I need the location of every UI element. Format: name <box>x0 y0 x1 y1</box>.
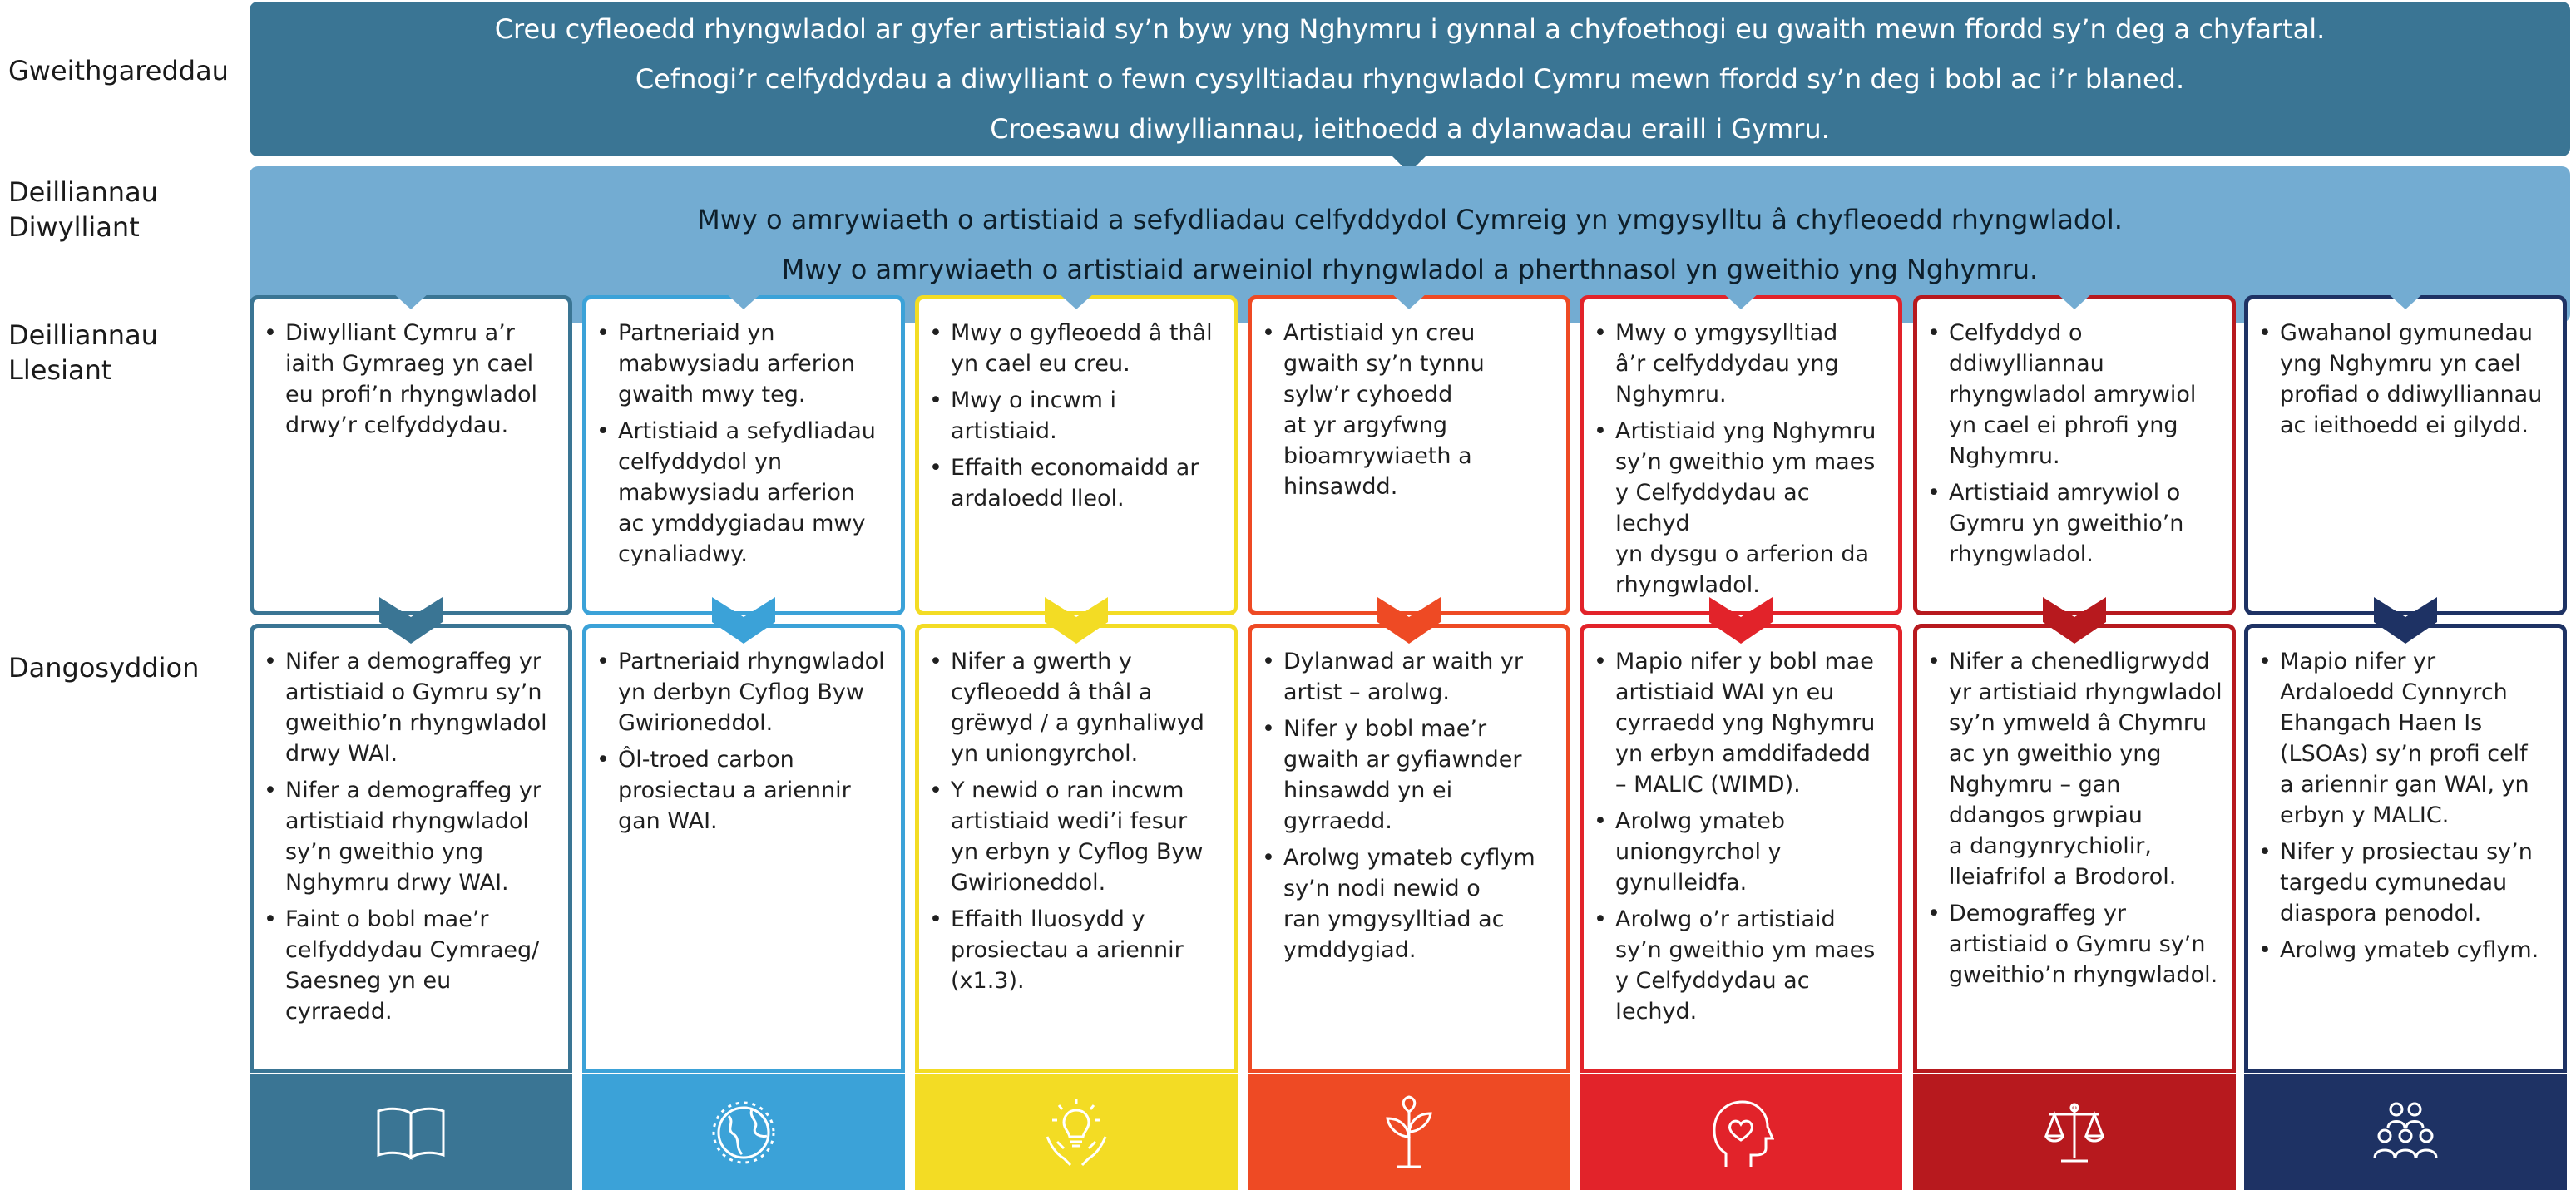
wellbeing-card: Mwy o ymgysylltiad â’r celfyddydau yng N… <box>1580 295 1902 615</box>
wellbeing-pointer <box>1058 293 1095 309</box>
wellbeing-item: Mwy o ymgysylltiad â’r celfyddydau yng N… <box>1594 318 1890 410</box>
wellbeing-pointer <box>2387 293 2424 309</box>
icon-footer <box>1580 1074 1902 1190</box>
indicators-card: Mapio nifer yr Ardaloedd Cynnyrch Ehanga… <box>2244 624 2567 1073</box>
head-heart-icon <box>1708 1095 1774 1170</box>
indicator-item: Effaith lluosydd y prosiectau a ariennir… <box>929 904 1225 996</box>
indicators-card: Nifer a gwerth y cyfleoedd â thâl a grëw… <box>915 624 1238 1073</box>
indicator-item: Y newid o ran incwm artistiaid wedi’i fe… <box>929 775 1225 898</box>
indicator-item: Arolwg ymateb cyflym sy’n nodi newid o r… <box>1262 842 1558 965</box>
indicators-card: Nifer a chenedligrwydd yr artistiaid rhy… <box>1913 624 2236 1073</box>
indicator-item: Arolwg o’r artistiaid sy’n gweithio ym m… <box>1594 904 1890 1027</box>
wellbeing-item: Artistiaid amrywiol o Gymru yn gweithio’… <box>1927 477 2223 570</box>
icon-footer <box>1913 1074 2236 1190</box>
lightbulb-hands-icon <box>1039 1095 1114 1170</box>
cultural-outcome-line: Mwy o amrywiaeth o artistiaid a sefydlia… <box>697 204 2123 235</box>
cultural-outcome-line: Mwy o amrywiaeth o artistiaid arweiniol … <box>781 254 2039 285</box>
indicator-item: Mapio nifer y bobl mae artistiaid WAI yn… <box>1594 646 1890 800</box>
chevron-down-icon <box>2043 597 2106 644</box>
chevron-down-icon <box>2374 597 2437 644</box>
row-label-activities: Gweithgareddau <box>8 55 229 86</box>
chevron-down-icon <box>379 597 443 644</box>
indicator-item: Nifer a chenedligrwydd yr artistiaid rhy… <box>1927 646 2223 892</box>
icon-footer <box>915 1074 1238 1190</box>
indicator-item: Arolwg ymateb cyflym. <box>2258 935 2554 965</box>
wellbeing-item: Partneriaid yn mabwysiadu arferion gwait… <box>596 318 892 410</box>
people-group-icon <box>2368 1099 2443 1166</box>
wellbeing-item: Artistiaid yn creu gwaith sy’n tynnu syl… <box>1262 318 1558 502</box>
wellbeing-item: Gwahanol gymunedau yng Nghymru yn cael p… <box>2258 318 2554 441</box>
chevron-down-icon <box>1045 597 1108 644</box>
indicator-item: Ôl-troed carbon prosiectau a ariennir ga… <box>596 744 892 837</box>
indicator-item: Nifer a demograffeg yr artistiaid o Gymr… <box>264 646 560 769</box>
globe-icon <box>710 1099 777 1166</box>
indicator-item: Nifer y bobl mae’r gwaith ar gyfiawnder … <box>1262 714 1558 837</box>
indicator-item: Mapio nifer yr Ardaloedd Cynnyrch Ehanga… <box>2258 646 2554 831</box>
indicator-item: Faint o bobl mae’r celfyddydau Cymraeg/ … <box>264 904 560 1027</box>
wellbeing-item: Artistiaid yng Nghymru sy’n gweithio ym … <box>1594 416 1890 600</box>
row-label-indicators: Dangosyddion <box>8 652 200 684</box>
icon-footer <box>582 1074 905 1190</box>
row-label-cultural-outcomes: Deilliannau Diwylliant <box>8 176 158 243</box>
indicator-item: Nifer a demograffeg yr artistiaid rhyngw… <box>264 775 560 898</box>
wellbeing-item: Mwy o incwm i artistiaid. <box>929 385 1225 447</box>
indicators-card: Nifer a demograffeg yr artistiaid o Gymr… <box>250 624 572 1073</box>
wellbeing-card: Diwylliant Cymru a’r iaith Gymraeg yn ca… <box>250 295 572 615</box>
wellbeing-card: Partneriaid yn mabwysiadu arferion gwait… <box>582 295 905 615</box>
activity-line: Croesawu diwylliannau, ieithoedd a dylan… <box>990 113 1830 145</box>
wellbeing-item: Diwylliant Cymru a’r iaith Gymraeg yn ca… <box>264 318 560 441</box>
book-icon <box>373 1104 448 1162</box>
chevron-down-icon <box>712 597 775 644</box>
wellbeing-item: Artistiaid a sefydliadau celfyddydol yn … <box>596 416 892 570</box>
wellbeing-item: Effaith economaidd ar ardaloedd lleol. <box>929 452 1225 514</box>
wellbeing-pointer <box>1723 293 1759 309</box>
indicators-card: Dylanwad ar waith yr artist – arolwg.Nif… <box>1248 624 1570 1073</box>
indicator-item: Partneriaid rhyngwladol yn derbyn Cyflog… <box>596 646 892 738</box>
activities-band: Creu cyfleoedd rhyngwladol ar gyfer arti… <box>250 2 2570 156</box>
wellbeing-pointer <box>725 293 762 309</box>
icon-footer <box>2244 1074 2567 1190</box>
chevron-down-icon <box>1377 597 1441 644</box>
wellbeing-item: Celfyddyd o ddiwylliannau rhyngwladol am… <box>1927 318 2223 472</box>
wellbeing-card: Gwahanol gymunedau yng Nghymru yn cael p… <box>2244 295 2567 615</box>
wellbeing-item: Mwy o gyfleoedd â thâl yn cael eu creu. <box>929 318 1225 379</box>
indicator-item: Nifer y prosiectau sy’n targedu cymuneda… <box>2258 837 2554 929</box>
indicator-item: Dylanwad ar waith yr artist – arolwg. <box>1262 646 1558 708</box>
wellbeing-card: Mwy o gyfleoedd â thâl yn cael eu creu.M… <box>915 295 1238 615</box>
icon-footer <box>250 1074 572 1190</box>
activity-line: Creu cyfleoedd rhyngwladol ar gyfer arti… <box>494 13 2326 45</box>
indicators-card: Mapio nifer y bobl mae artistiaid WAI yn… <box>1580 624 1902 1073</box>
icon-footer <box>1248 1074 1570 1190</box>
plant-icon <box>1376 1094 1442 1170</box>
wellbeing-card: Celfyddyd o ddiwylliannau rhyngwladol am… <box>1913 295 2236 615</box>
indicator-item: Arolwg ymateb uniongyrchol y gynulleidfa… <box>1594 806 1890 898</box>
indicator-item: Demograffeg yr artistiaid o Gymru sy’n g… <box>1927 898 2223 990</box>
wellbeing-pointer <box>1391 293 1427 309</box>
scales-icon <box>2041 1099 2108 1166</box>
wellbeing-card: Artistiaid yn creu gwaith sy’n tynnu syl… <box>1248 295 1570 615</box>
activity-line: Cefnogi’r celfyddydau a diwylliant o few… <box>635 63 2185 95</box>
indicator-item: Nifer a gwerth y cyfleoedd â thâl a grëw… <box>929 646 1225 769</box>
wellbeing-pointer <box>2056 293 2093 309</box>
indicators-card: Partneriaid rhyngwladol yn derbyn Cyflog… <box>582 624 905 1073</box>
chevron-down-icon <box>1709 597 1773 644</box>
row-label-wellbeing-outcomes: Deilliannau Llesiant <box>8 319 158 386</box>
wellbeing-pointer <box>393 293 429 309</box>
